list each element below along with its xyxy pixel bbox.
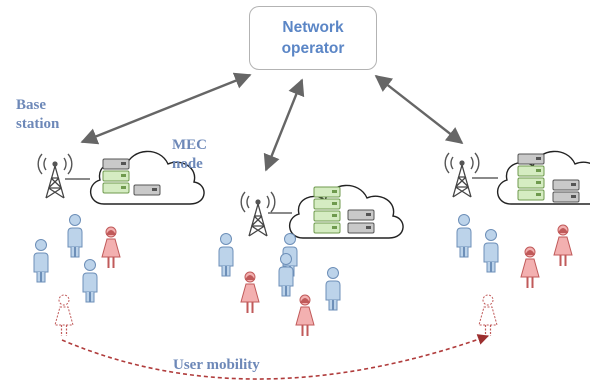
female-user-icon: [553, 224, 573, 267]
mobility-arrow: [61, 334, 490, 380]
user-icon: [67, 214, 83, 258]
cell-tower-icon: [240, 191, 276, 237]
user-icon: [278, 253, 294, 297]
user-icon: [456, 214, 472, 258]
user-mobility-label: User mobility: [173, 357, 260, 373]
female-user-icon: [240, 271, 260, 314]
user-icon: [33, 239, 49, 283]
cell-right: [444, 150, 590, 205]
mec-node-label-line1: MEC: [172, 137, 207, 153]
user-icon: [325, 267, 341, 311]
link-arrow-left: [80, 72, 252, 145]
user-icon: [82, 259, 98, 303]
users-center: [218, 233, 341, 337]
user-icon: [483, 229, 499, 273]
link-arrow-right: [374, 74, 464, 145]
female-user-icon: [54, 294, 74, 337]
cell-left: [37, 150, 205, 205]
mec-node-label-line2: node: [172, 156, 203, 172]
users-right: [456, 214, 573, 337]
female-user-icon: [520, 246, 540, 289]
users-left: [33, 214, 121, 337]
link-arrow-center: [263, 78, 305, 172]
operator-label-line2: operator: [281, 40, 345, 57]
network-operator-box: Network operator: [249, 6, 377, 70]
cell-tower-icon: [37, 153, 73, 199]
cloud-icon: [288, 184, 404, 239]
base-station-label-line2: station: [16, 116, 60, 132]
operator-label-line1: Network: [282, 19, 344, 36]
cell-tower-icon: [444, 152, 480, 198]
base-station-label-line1: Base: [16, 97, 46, 113]
base-station-label: Base station: [16, 96, 59, 134]
female-user-icon: [478, 294, 498, 337]
mec-node-label: MEC node: [172, 136, 207, 174]
user-icon: [218, 233, 234, 277]
female-user-icon: [101, 226, 121, 269]
female-user-icon: [295, 294, 315, 337]
cell-center: [240, 184, 404, 239]
